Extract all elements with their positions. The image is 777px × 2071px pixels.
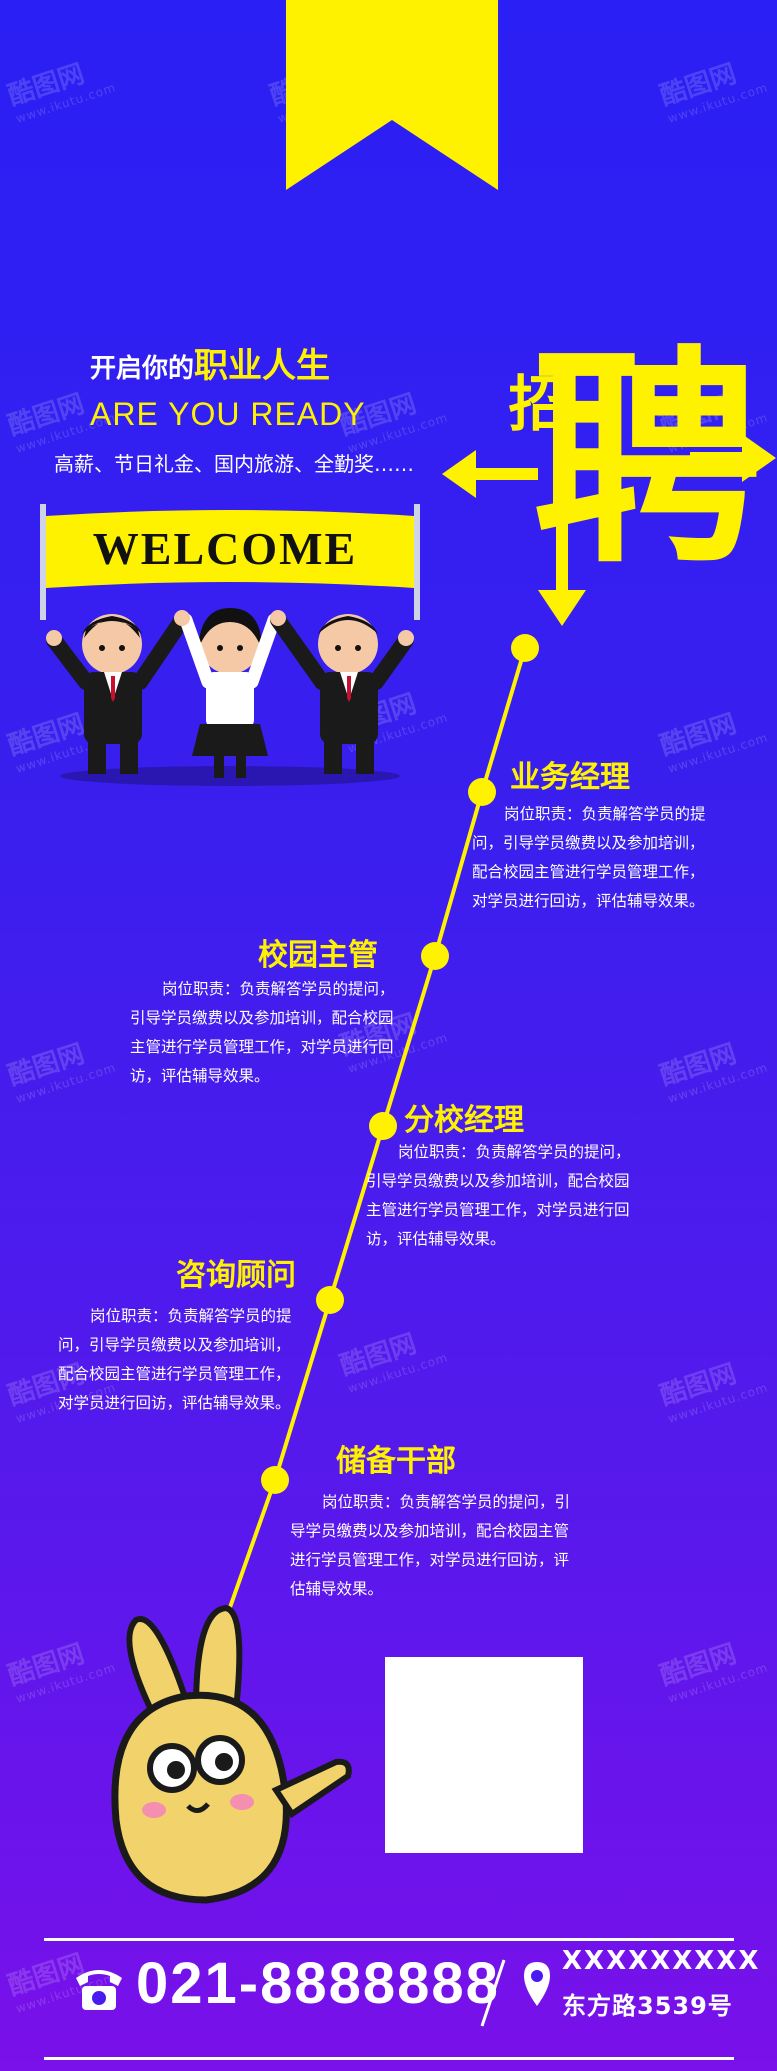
job-description: 岗位职责：负责解答学员的提问，引导学员缴费以及参加培训，配合校园主管进行学员管理…: [130, 980, 395, 1085]
career-timeline: [220, 634, 539, 1631]
footer-divider: [44, 2057, 734, 2060]
telephone-icon: [76, 1970, 122, 2010]
phone-number[interactable]: 021-8888888: [136, 1951, 500, 2016]
address-line-2: 东方路3539号: [562, 1992, 733, 2020]
headline-english: ARE YOU READY: [90, 396, 366, 432]
timeline-dot: [369, 1112, 397, 1140]
welcome-banner: [40, 504, 420, 620]
job-title: 业务经理: [510, 760, 630, 795]
qr-code-placeholder: [385, 1657, 583, 1853]
job-description: 岗位职责：负责解答学员的提问，引导学员缴费以及参加培训，配合校园主管进行学员管理…: [58, 1307, 292, 1412]
job-title: 咨询顾问: [176, 1258, 296, 1293]
job-title: 分校经理: [404, 1103, 524, 1138]
headline-line: 开启你的职业人生: [90, 338, 330, 387]
job-title: 校园主管: [258, 938, 378, 973]
footer-divider: [44, 1938, 734, 1941]
footer-separator: [480, 1959, 506, 2027]
headline-prefix: 开启你的: [90, 354, 195, 384]
timeline-dot: [316, 1286, 344, 1314]
job-description: 岗位职责：负责解答学员的提问，引导学员缴费以及参加培训，配合校园主管进行学员管理…: [290, 1493, 571, 1598]
headline-highlight: 职业人生: [194, 346, 331, 386]
benefits-text: 高薪、节日礼金、国内旅游、全勤奖……: [54, 452, 414, 476]
ribbon-icon: [286, 0, 498, 190]
banner-text: WELCOME: [92, 523, 358, 574]
timeline-dot: [511, 634, 539, 662]
job-description: 岗位职责：负责解答学员的提问，引导学员缴费以及参加培训，配合校园主管进行学员管理…: [366, 1143, 631, 1248]
timeline-dot: [261, 1466, 289, 1494]
job-description: 岗位职责：负责解答学员的提问，引导学员缴费以及参加培训，配合校园主管进行学员管理…: [472, 805, 706, 910]
location-pin-icon: [524, 1962, 550, 2006]
timeline-dot: [468, 778, 496, 806]
cartoon-people: [46, 608, 414, 786]
cartoon-rabbit: [111, 1604, 352, 1904]
hero-char-sub: 招: [498, 372, 568, 432]
address-line-1: XXXXXXXXX: [562, 1946, 761, 1976]
hero-character: 聘: [442, 328, 776, 626]
job-title: 储备干部: [336, 1444, 456, 1479]
timeline-dot: [421, 942, 449, 970]
